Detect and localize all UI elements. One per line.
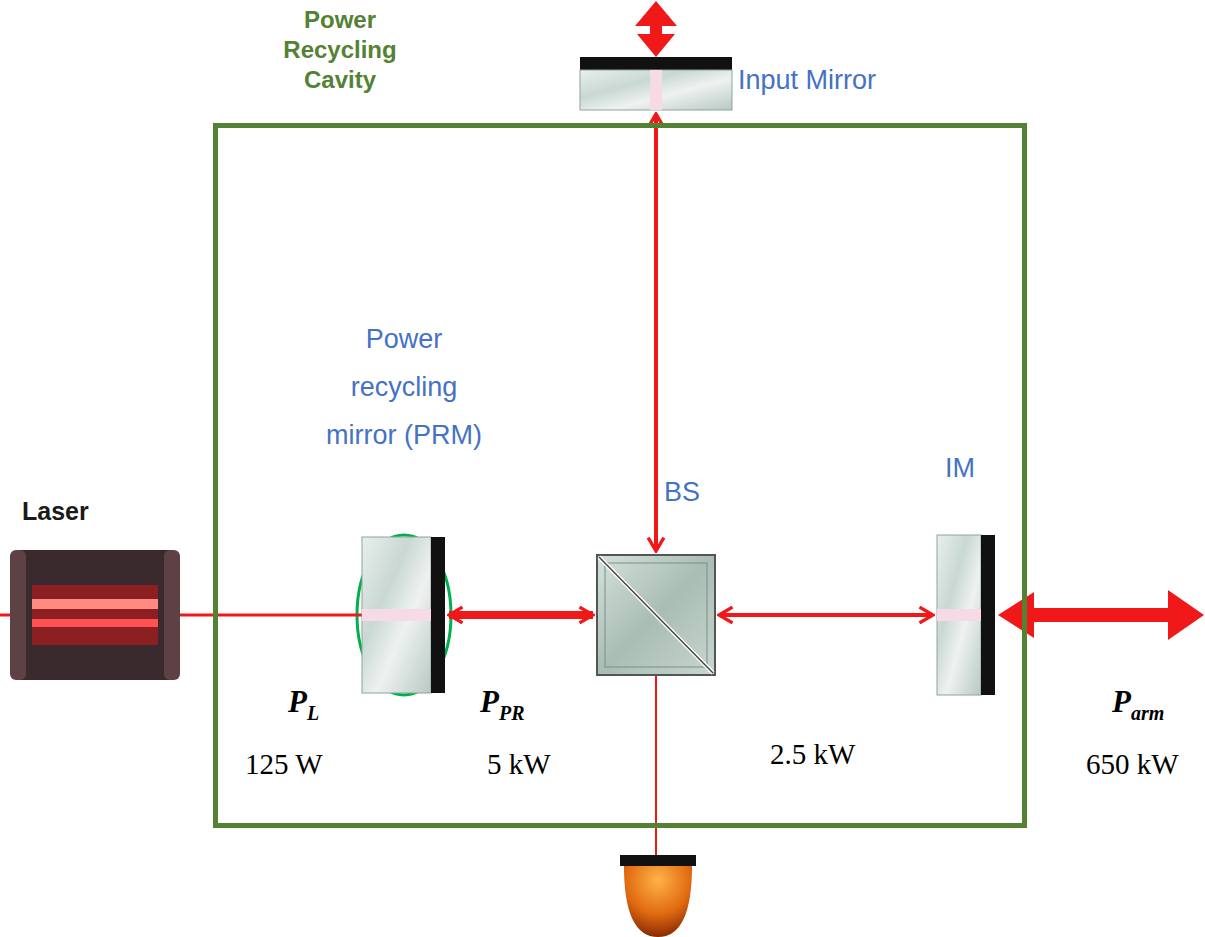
mirror-coating [431, 537, 445, 693]
mirror-spot [650, 70, 662, 110]
symbol-main: P [1112, 684, 1131, 719]
component-label: Power recycling mirror (PRM) [312, 315, 496, 459]
arrow-head [998, 592, 1034, 638]
symbol-subscript: L [307, 702, 319, 724]
laser-endcap [164, 550, 180, 680]
component-label: IM [945, 453, 975, 484]
mirror-coating [981, 535, 995, 695]
component-shape [597, 555, 715, 675]
splitter-diagonal [599, 557, 713, 673]
laser-beam [449, 611, 593, 619]
laser-endcap [10, 550, 26, 680]
power-value: 650 kW [1086, 748, 1179, 781]
laser-glow [32, 599, 158, 609]
symbol-main: P [288, 684, 307, 719]
symbol-subscript: PR [499, 702, 525, 724]
laser-body [10, 550, 180, 680]
splitter-cube [597, 555, 715, 675]
laser-tube [32, 585, 158, 645]
mirror-glass [580, 70, 732, 110]
power-symbol: Parm [1112, 684, 1164, 720]
laser-beam [719, 613, 933, 617]
component-shape [362, 537, 445, 693]
power-symbol: PPR [480, 684, 525, 720]
mirror-coating [580, 57, 732, 70]
photodetector-dome [624, 866, 692, 937]
power-symbol: PL [288, 684, 319, 720]
power-value: 2.5 kW [770, 738, 855, 771]
symbol-main: P [480, 684, 499, 719]
component-label: BS [664, 477, 700, 508]
mirror-spot [937, 609, 981, 621]
arrow-head [1168, 590, 1204, 640]
laser-beam [654, 114, 658, 551]
photodetector-base [620, 855, 696, 866]
component-shape [580, 57, 732, 110]
mirror-glass [362, 537, 431, 693]
component-label: Input Mirror [738, 65, 876, 96]
mirror-glass [937, 535, 981, 695]
input-mirror-arm: IM [937, 535, 995, 695]
splitter-diagonal [599, 557, 713, 673]
highlight-ellipse [357, 535, 451, 695]
output-beam [655, 676, 657, 856]
component-label: Laser [22, 497, 89, 526]
input-mirror: Input Mirror [580, 57, 732, 110]
component-shape [10, 545, 180, 685]
symbol-subscript: arm [1131, 702, 1164, 724]
power-value: 5 kW [487, 748, 551, 781]
power-recycling-mirror: Power recycling mirror (PRM) [362, 537, 445, 693]
arrow-head [635, 1, 677, 26]
power-value: 125 W [245, 748, 323, 781]
cavity-region: Power recycling mirror (PRM)Input Mirror… [213, 123, 1027, 828]
component-shape [937, 535, 995, 695]
component-label: Power Recycling Cavity [265, 5, 415, 95]
arm-beam [1022, 608, 1178, 622]
beam-splitter: BS [597, 555, 715, 675]
mirror-spot [362, 609, 431, 621]
laser-source: Laser [10, 545, 180, 685]
laser-beam [180, 614, 362, 617]
laser-glow [32, 619, 158, 627]
arrow-head [637, 34, 675, 57]
